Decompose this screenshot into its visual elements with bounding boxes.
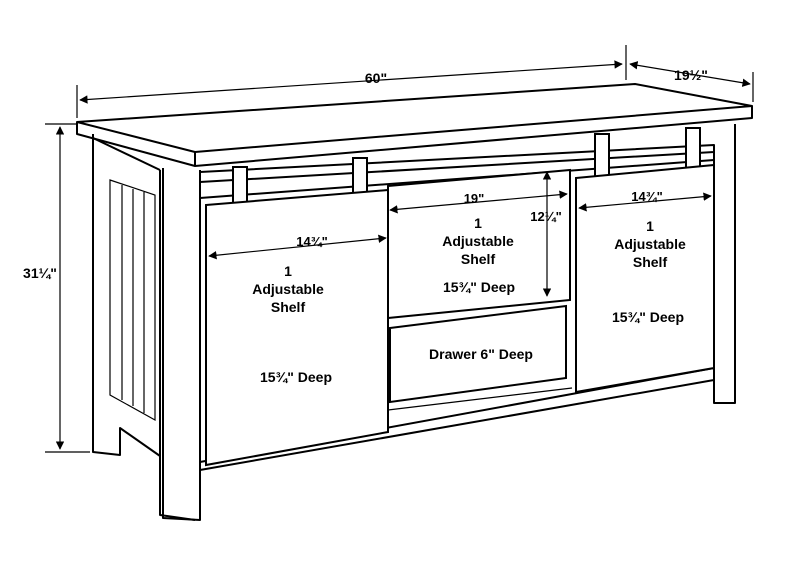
top-surface [76, 83, 753, 153]
left-width-label: 14¾" [296, 234, 327, 249]
overall-depth-label: 19½" [674, 67, 708, 83]
right-width-line [578, 192, 712, 212]
overall-width-label: 60" [365, 70, 387, 86]
front-left-leg [162, 168, 201, 521]
center-shelf-label-1: Adjustable [442, 233, 514, 249]
drawer-label: Drawer 6" Deep [429, 346, 533, 362]
cabinet-outline [76, 83, 753, 521]
center-width-line [389, 190, 568, 214]
labels: 60" 19½" 31¼" 14¾" 1 Adjustable Shelf 15… [23, 67, 708, 385]
right-width-label: 14¾" [631, 189, 662, 204]
left-door [205, 188, 389, 467]
center-width-label: 19" [464, 191, 485, 206]
center-shelf-count: 1 [474, 215, 482, 231]
right-door [575, 163, 715, 394]
right-depth-label: 15¾" Deep [612, 309, 684, 325]
right-shelf-count: 1 [646, 218, 654, 234]
center-height-label: 12¼" [530, 209, 561, 224]
bottom-rail [199, 367, 715, 471]
left-shelf-label-1: Adjustable [252, 281, 324, 297]
width-dimension-line [79, 60, 623, 104]
center-shelf-label-2: Shelf [461, 251, 496, 267]
center-depth-label: 15¾" Deep [443, 279, 515, 295]
right-shelf-label-1: Adjustable [614, 236, 686, 252]
right-shelf-label-2: Shelf [633, 254, 668, 270]
front-right-leg [713, 124, 736, 404]
left-width-line [208, 234, 387, 260]
left-shelf-label-2: Shelf [271, 299, 306, 315]
top-rail [199, 144, 715, 183]
left-depth-label: 15¾" Deep [260, 369, 332, 385]
left-side-panel [92, 134, 196, 521]
left-shelf-count: 1 [284, 263, 292, 279]
drawer-front [389, 304, 567, 404]
dimension-lines [45, 45, 754, 453]
depth-dimension-line [629, 61, 751, 87]
overall-height-label: 31¼" [23, 265, 57, 281]
